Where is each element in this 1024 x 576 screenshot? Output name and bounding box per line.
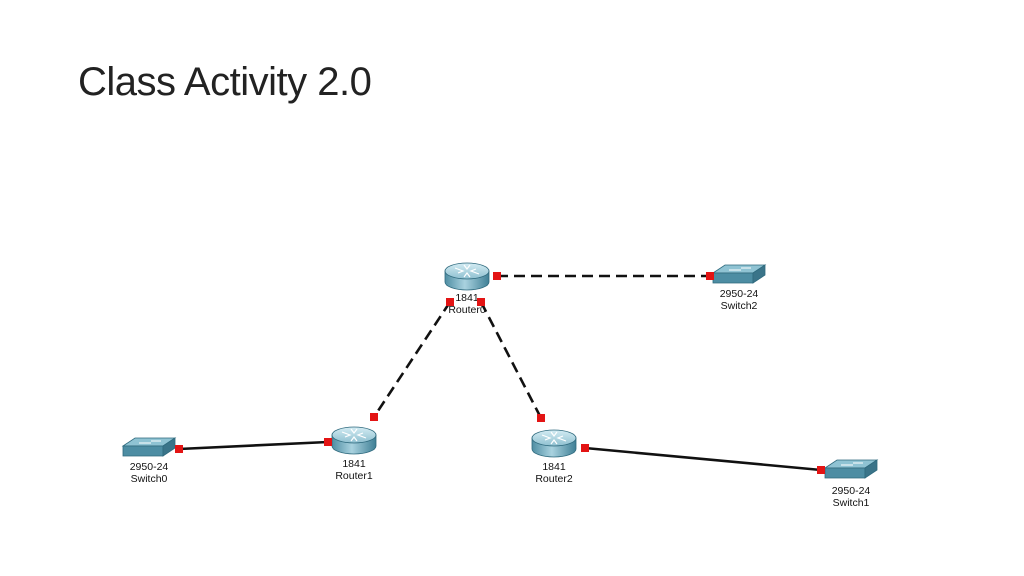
switch-front	[712, 272, 754, 284]
router-arrow-icon	[550, 431, 558, 437]
router-top	[331, 426, 377, 444]
switch-arrow-icon	[841, 462, 863, 466]
port-marker-router1	[324, 438, 332, 446]
router-arrow-icon	[350, 436, 358, 442]
device-name-label: Router1	[335, 470, 373, 482]
port-marker-switch2	[706, 272, 714, 280]
port-marker-router1	[370, 413, 378, 421]
link-router1-switch0[interactable]	[178, 440, 329, 451]
link-router0-router1[interactable]	[372, 301, 452, 418]
router-arrow-icon	[341, 431, 352, 438]
devices-layer: 1841Router01841Router11841Router22950-24…	[121, 262, 879, 509]
link-router0-router2[interactable]	[479, 301, 543, 419]
router-arrow-icon	[550, 439, 558, 445]
link-router2-switch1[interactable]	[584, 446, 822, 472]
port-marker-switch0	[175, 445, 183, 453]
router-top	[444, 262, 490, 280]
device-model-label: 2950-24	[130, 461, 169, 473]
device-model-label: 1841	[542, 461, 566, 473]
port-marker-router2	[581, 444, 589, 452]
router-arrow-icon	[541, 434, 552, 441]
device-name-label: Switch0	[131, 473, 168, 485]
device-model-label: 2950-24	[720, 288, 759, 300]
port-marker-router2	[537, 414, 545, 422]
switch-side	[864, 459, 878, 479]
switch-arrow-icon	[729, 267, 751, 271]
ports-layer	[175, 272, 825, 474]
switch-front	[824, 467, 866, 479]
device-model-label: 1841	[342, 458, 366, 470]
router-arrow-icon	[556, 435, 567, 442]
device-name-label: Switch2	[721, 300, 758, 312]
router-arrow-icon	[463, 264, 471, 270]
device-model-label: 2950-24	[832, 485, 871, 497]
links-layer	[178, 274, 822, 472]
router-arrow-icon	[469, 268, 480, 275]
port-marker-router0	[493, 272, 501, 280]
switch-side	[752, 264, 766, 284]
router-arrow-icon	[454, 267, 465, 274]
device-name-label: Router0	[448, 304, 486, 316]
port-marker-switch1	[817, 466, 825, 474]
device-name-label: Switch1	[833, 497, 870, 509]
port-marker-router0	[446, 298, 454, 306]
device-name-label: Router2	[535, 473, 573, 485]
router-arrow-icon	[463, 272, 471, 278]
router-arrow-icon	[350, 428, 358, 434]
router-top	[531, 429, 577, 447]
device-model-label: 1841	[455, 292, 479, 304]
switch-arrow-icon	[139, 440, 161, 444]
port-marker-router0	[477, 298, 485, 306]
slide-title: Class Activity 2.0	[78, 60, 372, 104]
switch-front	[122, 445, 164, 457]
router-arrow-icon	[356, 432, 367, 439]
